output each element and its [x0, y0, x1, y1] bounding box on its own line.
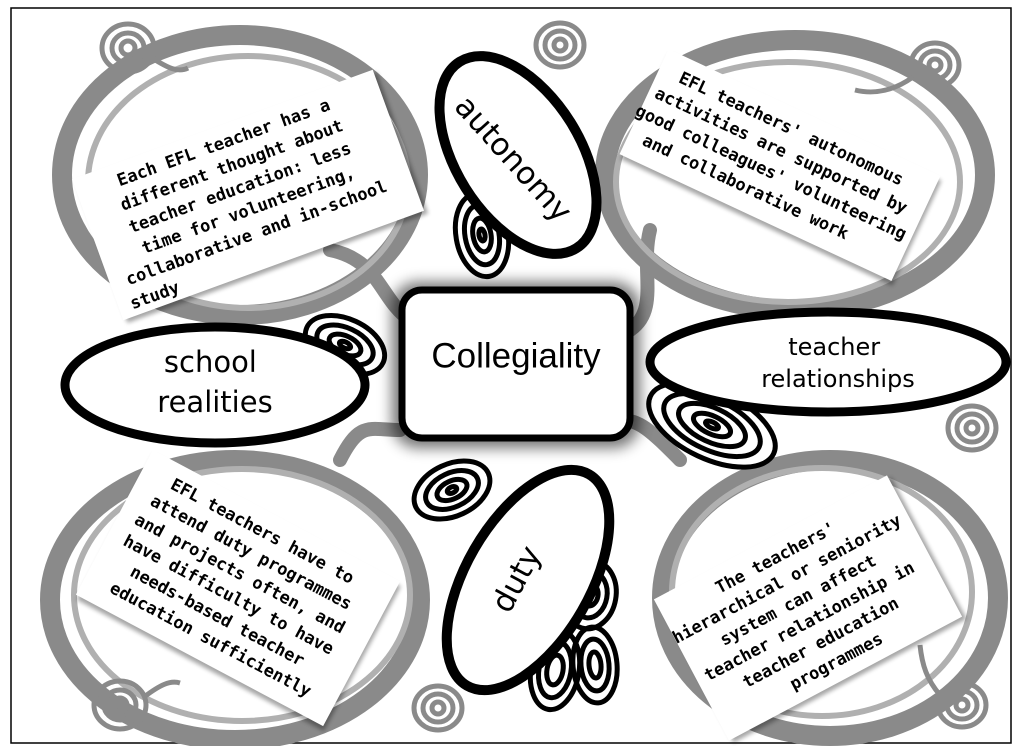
teacher-relationships-label: teacher relationships: [761, 333, 915, 393]
teacher-relationships-line-1: teacher: [788, 333, 880, 361]
center-label: Collegiality: [431, 336, 601, 375]
theme-oval-teacher-relationships: teacher relationships: [645, 307, 1011, 417]
school-realities-line-1: school: [164, 345, 257, 379]
theme-oval-duty: duty: [441, 464, 615, 696]
theme-oval-school-realities: school realities: [60, 322, 370, 448]
school-realities-line-2: realities: [157, 385, 272, 419]
school-realities-label: school realities: [157, 345, 272, 419]
theme-oval-autonomy: autonomy: [434, 51, 602, 259]
teacher-relationships-line-2: relationships: [761, 365, 915, 393]
grey-spiral-icons: [91, 20, 999, 733]
ring-bottom-left: [40, 450, 430, 746]
center-node: Collegiality: [392, 282, 640, 448]
note-bottom-left: EFL teachers have to attend duty program…: [75, 449, 401, 732]
